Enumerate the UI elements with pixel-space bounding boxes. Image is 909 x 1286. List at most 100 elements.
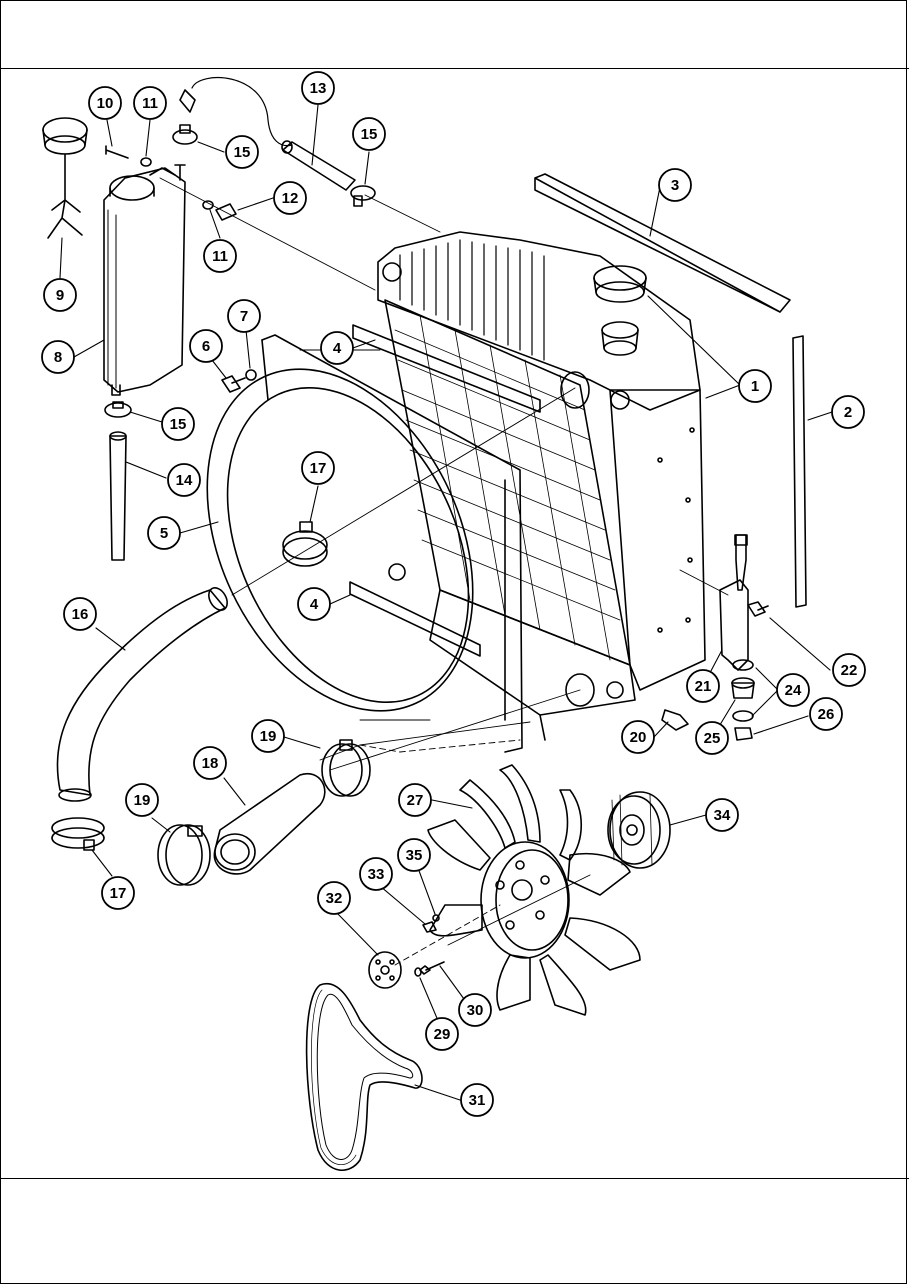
callout-circle (460, 1083, 494, 1117)
callout-c11a: 11 (133, 86, 167, 120)
callout-number: 15 (361, 126, 378, 143)
callout-circle (167, 463, 201, 497)
callout-number: 9 (56, 287, 64, 304)
washer-bracket-lower (732, 710, 754, 722)
callout-number: 8 (54, 349, 62, 366)
callout-number: 20 (630, 729, 647, 746)
hose-clamp-lower-left (51, 817, 105, 851)
callout-c32: 32 (317, 881, 351, 915)
callout-c1: 1 (738, 369, 772, 403)
callout-circle (301, 451, 335, 485)
callout-number: 18 (202, 755, 219, 772)
callout-number: 13 (310, 80, 327, 97)
callout-circle (273, 181, 307, 215)
callout-c22: 22 (832, 653, 866, 687)
callout-circle (425, 1017, 459, 1051)
hose-lower-radiator (213, 772, 326, 875)
hose-overflow (282, 141, 356, 191)
callout-circle (193, 746, 227, 780)
callout-number: 19 (134, 792, 151, 809)
callout-circle (133, 86, 167, 120)
callout-c3: 3 (658, 168, 692, 202)
callout-number: 3 (671, 177, 679, 194)
callout-c34: 34 (705, 798, 739, 832)
callout-circle (686, 669, 720, 703)
callout-circle (359, 857, 393, 891)
callout-circle (658, 168, 692, 202)
callout-c15a: 15 (225, 135, 259, 169)
callout-number: 10 (97, 95, 114, 112)
callout-circle (297, 587, 331, 621)
hose-vent (179, 89, 196, 113)
callout-number: 25 (704, 730, 721, 747)
callout-number: 4 (333, 340, 342, 357)
fan-spacer (368, 951, 402, 989)
callout-c31: 31 (460, 1083, 494, 1117)
callout-number: 7 (240, 308, 248, 325)
expansion-tank (103, 167, 186, 396)
seal-strip-top (534, 173, 791, 313)
fan-washer (432, 914, 440, 922)
callout-c11b: 11 (203, 239, 237, 273)
callout-c19b: 19 (125, 783, 159, 817)
callout-number: 12 (282, 190, 299, 207)
callout-circle (317, 881, 351, 915)
callout-circle (458, 993, 492, 1027)
fan-pulley (607, 791, 671, 869)
callout-c25: 25 (695, 721, 729, 755)
callout-number: 31 (469, 1092, 486, 1109)
callout-c6: 6 (189, 329, 223, 363)
hose-short (215, 203, 237, 221)
callout-c27: 27 (398, 783, 432, 817)
callout-circle (225, 135, 259, 169)
callout-circle (251, 719, 285, 753)
callout-c9: 9 (43, 278, 77, 312)
bolt-tank (105, 145, 129, 159)
callout-c14: 14 (167, 463, 201, 497)
footer-rule (0, 1178, 909, 1179)
callout-c29: 29 (425, 1017, 459, 1051)
callout-circle (809, 697, 843, 731)
callout-c5: 5 (147, 516, 181, 550)
washer-tank (140, 157, 152, 167)
seal-strip-lower (349, 581, 481, 657)
callout-c15b: 15 (352, 117, 386, 151)
callout-number: 32 (326, 890, 343, 907)
callout-c16: 16 (63, 597, 97, 631)
callout-number: 21 (695, 678, 712, 695)
callout-number: 17 (110, 885, 127, 902)
callout-circle (352, 117, 386, 151)
callout-number: 5 (160, 525, 168, 542)
bolt-tank-top (174, 164, 186, 181)
callout-number: 29 (434, 1026, 451, 1043)
bolt-shroud (221, 375, 246, 393)
radiator-assembly (377, 231, 706, 741)
callout-c4a: 4 (320, 331, 354, 365)
callout-circle (301, 71, 335, 105)
callout-number: 6 (202, 338, 210, 355)
cooling-fan (427, 764, 641, 1016)
callout-c20: 20 (621, 720, 655, 754)
washer-bracket (732, 659, 754, 671)
callout-c19a: 19 (251, 719, 285, 753)
callout-number: 11 (142, 95, 158, 112)
callout-c21: 21 (686, 669, 720, 703)
callout-c17b: 17 (101, 876, 135, 910)
callout-number: 30 (467, 1002, 484, 1019)
radiator-cap (593, 265, 647, 356)
hose-clamp-19-lower (157, 824, 211, 886)
callout-c26: 26 (809, 697, 843, 731)
callout-number: 16 (72, 606, 89, 623)
callout-number: 4 (310, 596, 319, 613)
callout-circle (43, 278, 77, 312)
callout-circle (621, 720, 655, 754)
spacer-bolt (419, 961, 445, 975)
callout-circle (695, 721, 729, 755)
hose-clamp-19-upper (321, 739, 371, 797)
callout-c8: 8 (41, 340, 75, 374)
callout-number: 26 (818, 706, 835, 723)
spacer-washer (414, 967, 422, 977)
callout-number: 24 (785, 682, 802, 699)
callout-number: 2 (844, 404, 852, 421)
